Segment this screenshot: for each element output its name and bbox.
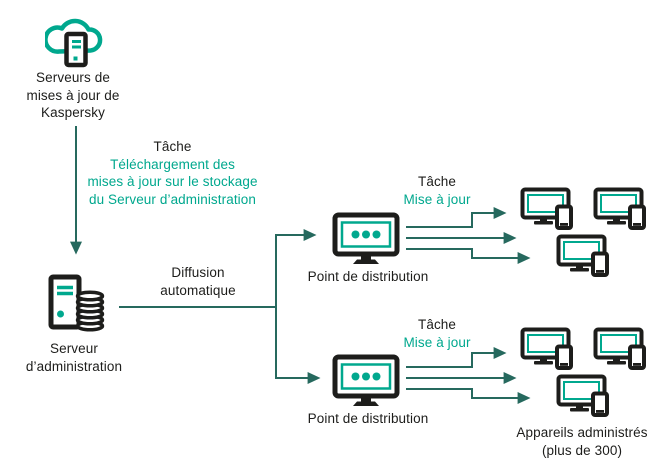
ellipsis-dots xyxy=(351,372,381,381)
monitor-stand xyxy=(361,256,371,261)
arrow-update-2-top xyxy=(406,347,507,368)
monitor-screen xyxy=(340,221,392,248)
monitor-stand xyxy=(361,398,371,403)
monitor-screen xyxy=(340,363,392,390)
arrow-update-1-bottom xyxy=(406,248,531,264)
database-stack-icon xyxy=(75,290,105,332)
arrow-to-distribution-point-1 xyxy=(275,229,317,378)
auto-distribution-label-line: Diffusion xyxy=(171,265,225,280)
phone-icon xyxy=(591,251,609,277)
server-dot xyxy=(73,56,78,61)
managed-devices-label-line: (plus de 300) xyxy=(541,442,623,458)
update-servers-label: Serveurs de mises à jour de Kaspersky xyxy=(2,69,144,122)
auto-distribution-label: Diffusion automatique xyxy=(123,264,273,299)
update-servers-label-line: Serveurs de xyxy=(36,70,110,85)
update-task-title: Tâche xyxy=(417,317,457,332)
download-task-detail-line: Téléchargement des xyxy=(110,156,235,172)
phone-icon xyxy=(555,204,573,230)
server-dot xyxy=(57,310,64,318)
download-task-label: Tâche Téléchargement des mises à jour su… xyxy=(75,138,270,208)
cloud-icon xyxy=(45,18,103,54)
managed-device-icon xyxy=(556,234,609,277)
arrow-update-1-top xyxy=(406,207,507,228)
auto-distribution-label-line: automatique xyxy=(160,282,236,298)
server-lights xyxy=(72,40,81,49)
admin-server-icon xyxy=(48,274,105,332)
download-task-detail-line: mises à jour sur le stockage xyxy=(87,174,258,189)
server-lights xyxy=(57,285,73,296)
update-task-title: Tâche xyxy=(417,174,457,189)
distribution-point-1-label: Point de distribution xyxy=(307,269,429,284)
phone-icon xyxy=(555,344,573,370)
update-servers-label-line: Kaspersky xyxy=(41,105,105,120)
monitor-base xyxy=(353,259,379,264)
arrow-to-distribution-point-2 xyxy=(275,307,321,384)
update-task-detail: Mise à jour xyxy=(403,191,471,207)
distribution-point-2-monitor-icon xyxy=(332,354,400,406)
managed-device-icon xyxy=(556,374,609,417)
kaspersky-update-servers-icon xyxy=(45,18,103,68)
managed-device-icon xyxy=(593,327,646,370)
admin-server-label-line: d’administration xyxy=(25,358,123,374)
admin-server-label-line: Serveur xyxy=(50,341,98,356)
managed-devices-label-line: Appareils administrés xyxy=(516,425,648,440)
managed-device-icon xyxy=(520,327,573,370)
phone-icon xyxy=(591,391,609,417)
managed-device-icon xyxy=(520,187,573,230)
update-task-2-label: Tâche Mise à jour xyxy=(362,316,512,351)
ellipsis-dots xyxy=(351,230,381,239)
distribution-point-2-label: Point de distribution xyxy=(307,411,429,426)
download-task-detail-line: du Serveur d’administration xyxy=(88,191,257,207)
managed-device-icon xyxy=(593,187,646,230)
distribution-point-1-monitor-icon xyxy=(332,212,400,264)
update-task-detail: Mise à jour xyxy=(403,334,471,350)
update-task-1-label: Tâche Mise à jour xyxy=(362,173,512,208)
server-tower-icon xyxy=(48,274,82,330)
download-task-title: Tâche xyxy=(153,139,192,154)
phone-icon xyxy=(628,204,646,230)
admin-server-label: Serveur d’administration xyxy=(1,340,147,375)
phone-icon xyxy=(628,344,646,370)
monitor-base xyxy=(353,401,379,406)
arrow-update-2-bottom xyxy=(406,388,531,404)
managed-devices-label: Appareils administrés (plus de 300) xyxy=(480,424,660,459)
update-servers-label-line: mises à jour de xyxy=(26,87,120,103)
